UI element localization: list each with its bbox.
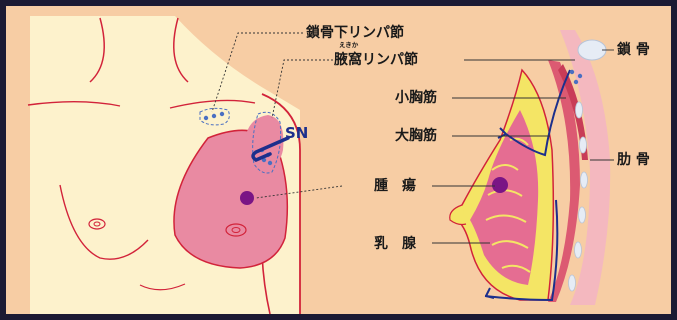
rib-bone <box>579 207 586 223</box>
rib-bone <box>575 242 582 258</box>
rib-bone <box>576 102 583 118</box>
tumor-front <box>240 191 254 205</box>
lymph-node <box>578 74 582 78</box>
label-infraclavicular-node: 鎖骨下リンパ節 <box>306 24 404 41</box>
lymph-node <box>574 80 578 84</box>
label-rib: 肋 骨 <box>617 151 650 168</box>
label-clavicle: 鎖 骨 <box>617 41 650 58</box>
label-axillary-node: 腋窩リンパ節 <box>334 51 418 68</box>
lymph-node <box>570 70 574 74</box>
label-mammary-gland: 乳 腺 <box>374 235 417 252</box>
label-sentinel-node: SN <box>285 124 308 142</box>
label-tumor: 腫 瘍 <box>374 177 416 194</box>
clavicle-bone <box>578 40 606 60</box>
lymph-node <box>212 114 216 118</box>
rib-bone <box>580 137 587 153</box>
label-pectoralis-minor: 小胸筋 <box>395 89 437 106</box>
tumor-side <box>492 177 508 193</box>
lymph-node <box>268 161 272 165</box>
label-axillary-ruby: えきか <box>339 40 359 49</box>
rib-bone <box>581 172 588 188</box>
lymph-node <box>204 116 208 120</box>
lymph-node <box>220 112 224 116</box>
rib-bone <box>569 275 576 291</box>
label-pectoralis-major: 大胸筋 <box>395 127 437 144</box>
